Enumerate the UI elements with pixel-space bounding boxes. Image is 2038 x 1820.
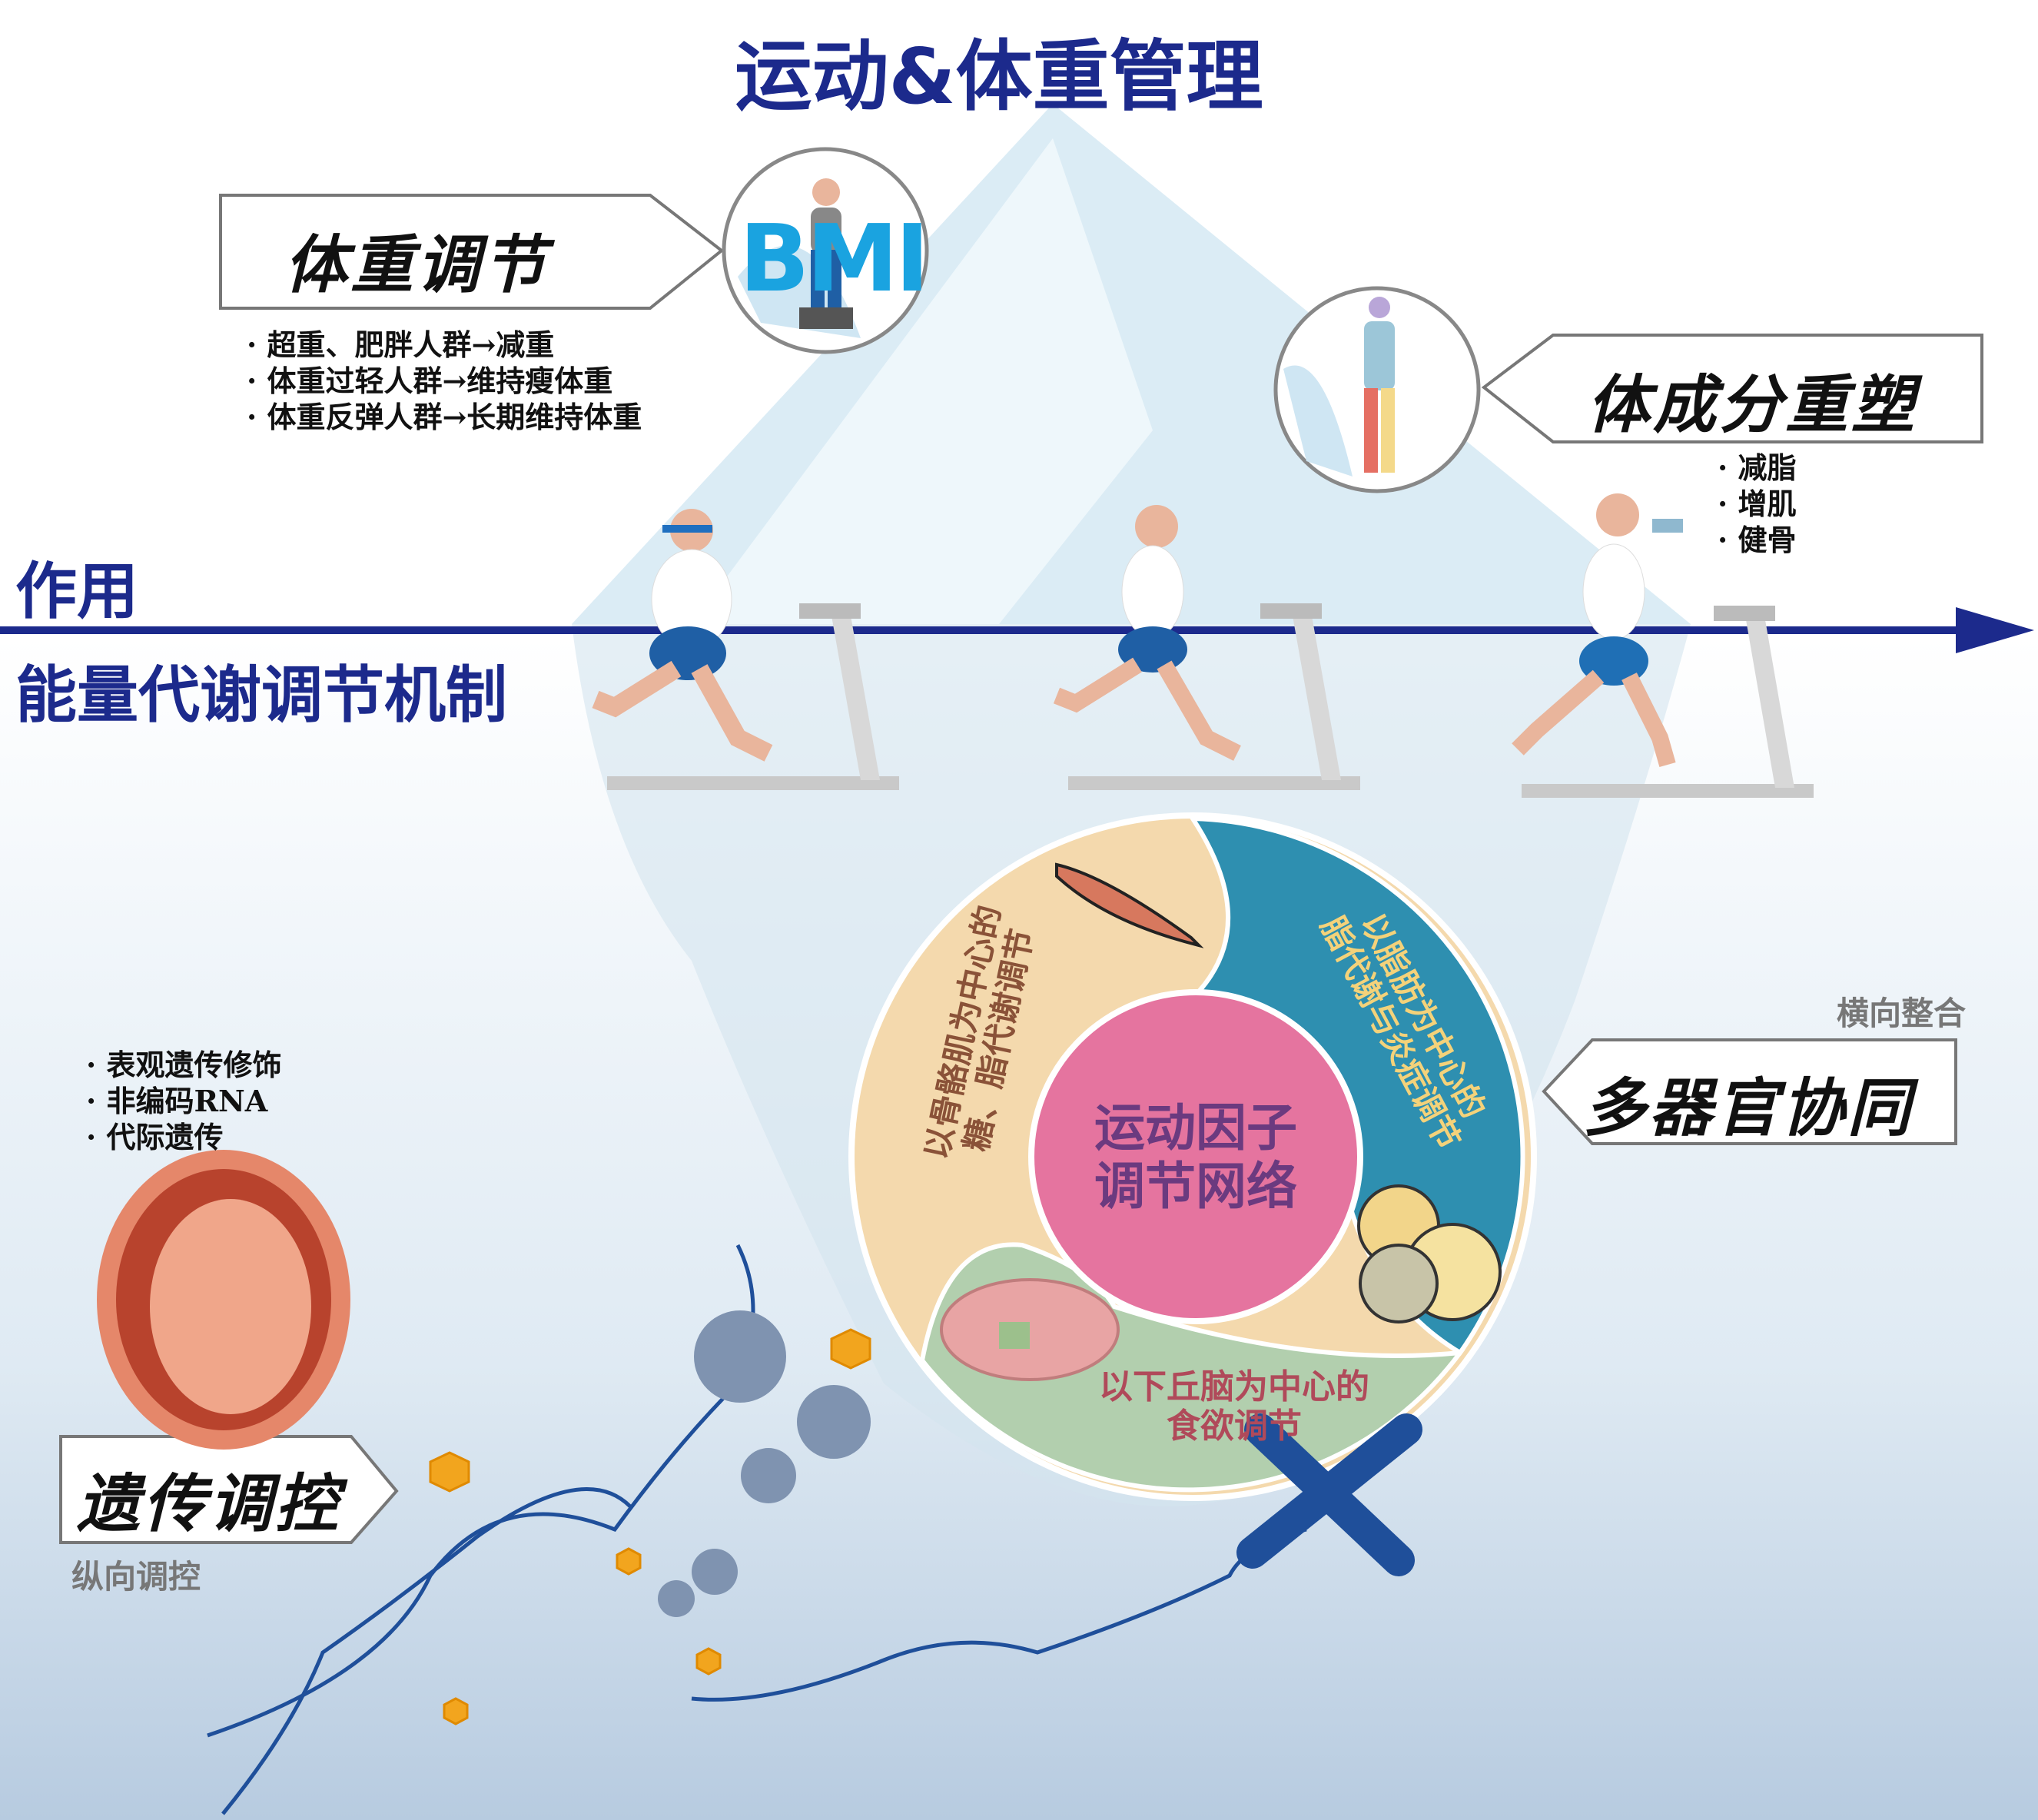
center-circle: [1028, 989, 1363, 1324]
genetic-bullet: 表观遗传修饰: [86, 1047, 281, 1083]
center-text: 运动因子 调节网络: [1080, 1099, 1311, 1216]
center-line: 运动因子: [1094, 1098, 1297, 1157]
body-composition-label: 体成分重塑: [1587, 369, 1917, 442]
weight-bullet: 超重、肥胖人群→减重: [247, 327, 642, 363]
horizontal-integration-label: 横向整合: [1837, 995, 1967, 1032]
axis-bottom-label: 能量代谢调节机制: [15, 659, 507, 731]
mountain-highlight: [692, 138, 1153, 624]
body-bullet: 健骨: [1718, 522, 1796, 558]
genetic-bullet: 非编码RNA: [86, 1083, 281, 1119]
weight-bullets: 超重、肥胖人群→减重 体重过轻人群→维持瘦体重 体重反弹人群→长期维持体重: [247, 327, 642, 435]
multi-organ-label: 多器官协同: [1583, 1072, 1914, 1145]
weight-bullet: 体重过轻人群→维持瘦体重: [247, 363, 642, 399]
page-title: 运动&体重管理: [735, 32, 1263, 121]
brain-icon: [940, 1278, 1120, 1381]
fat-cell-icon: [1357, 1184, 1502, 1323]
body-bullet: 增肌: [1718, 486, 1796, 522]
axis-arrow-icon: [1956, 607, 2034, 653]
hexagon-molecule-icon: [429, 1328, 871, 1725]
center-line: 调节网络: [1094, 1156, 1297, 1216]
chromatin-icon: [658, 1310, 871, 1617]
runner-3-icon: [1512, 493, 1814, 798]
body-box-shape: [1481, 334, 1983, 443]
organ-network-diagram: [848, 812, 1537, 1501]
genetic-box-shape: [59, 1435, 399, 1544]
brain-line: 以下丘脑为中心的: [1099, 1367, 1369, 1407]
chromosome-icon: [1236, 1413, 1422, 1576]
muscle-icon: [1055, 862, 1204, 948]
genetic-regulation-label: 遗传调控: [77, 1468, 341, 1541]
weight-regulation-label: 体重调节: [284, 229, 549, 302]
organ-box-shape: [1542, 1038, 1957, 1145]
weight-box-shape: [219, 194, 725, 310]
weight-bullet: 体重反弹人群→长期维持体重: [247, 399, 642, 435]
genetic-bullet: 代际遗传: [86, 1119, 281, 1155]
brain-line: 食欲调节: [1167, 1406, 1302, 1446]
genetic-bullets: 表观遗传修饰 非编码RNA 代际遗传: [86, 1047, 281, 1155]
fetus-icon: [97, 1150, 350, 1450]
body-bullets: 减脂 增肌 健骨: [1718, 450, 1796, 558]
axis-top-label: 作用: [15, 556, 138, 627]
body-bullet: 减脂: [1718, 450, 1796, 486]
person-on-scale-icon: [799, 178, 853, 329]
runner-1-icon: [592, 509, 899, 790]
vertical-regulation-label: 纵向调控: [71, 1558, 201, 1596]
runner-2-icon: [1053, 505, 1360, 790]
brain-text: 以下丘脑为中心的 食欲调节: [1080, 1367, 1388, 1446]
body-composition-figure-icon: [1364, 297, 1395, 473]
bmi-text: BMI: [739, 206, 930, 313]
